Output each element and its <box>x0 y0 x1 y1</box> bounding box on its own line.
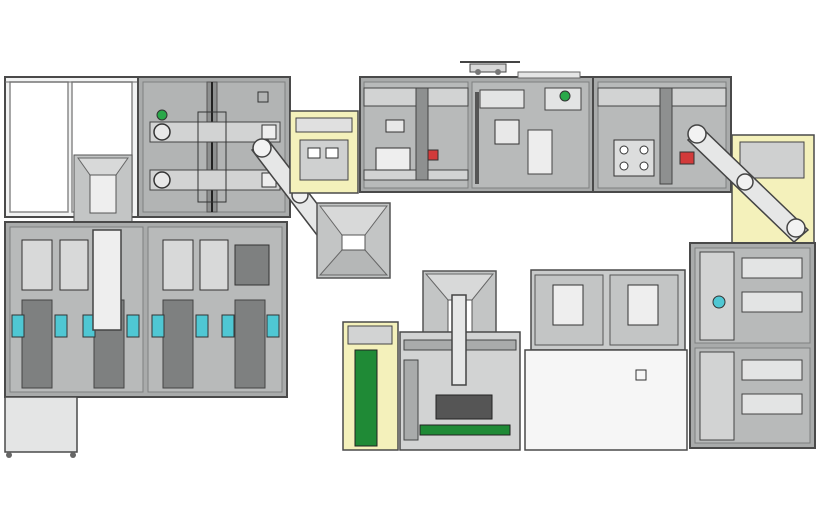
white-cabinet <box>524 349 688 451</box>
yellow-fixture-module <box>289 110 359 194</box>
feeder-hopper-center <box>316 202 391 279</box>
green-conveyor-module <box>342 321 399 451</box>
top-right-assembly-machine <box>592 76 732 193</box>
overhead-gantry-top <box>460 61 581 79</box>
dual-station-frame <box>530 269 686 351</box>
robot-arm-2 <box>686 124 810 244</box>
press-module <box>137 76 291 218</box>
top-center-assembly-machine <box>359 76 594 193</box>
assembly-station-lower <box>399 294 521 451</box>
enclosure-window-module <box>4 76 139 218</box>
control-cabinet-left <box>4 396 78 458</box>
feeder-hopper-left <box>73 154 133 226</box>
left-conveyor-bank <box>4 221 288 398</box>
right-lower-assembly-machine <box>689 242 816 449</box>
